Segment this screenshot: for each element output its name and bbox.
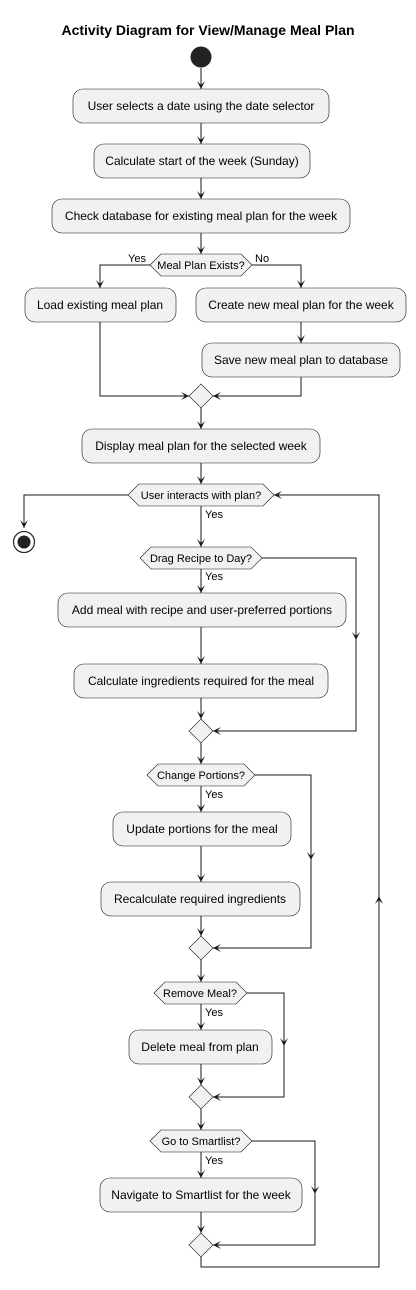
action-label: Create new meal plan for the week [208, 298, 394, 312]
merge-diamond [188, 718, 214, 744]
arrowhead [274, 491, 282, 499]
arrowhead [213, 1241, 221, 1249]
edge-interacts-stop [23, 494, 128, 528]
action-recalc-ingredients: Recalculate required ingredients [100, 881, 301, 917]
arrowhead [197, 421, 205, 429]
arrowhead [352, 632, 360, 640]
arrowhead [197, 476, 205, 484]
action-label: Load existing meal plan [37, 298, 163, 312]
decision-label: User interacts with plan? [141, 490, 261, 502]
merge-diamond [188, 383, 214, 409]
arrowhead [197, 974, 205, 982]
decision-label: Meal Plan Exists? [157, 260, 244, 272]
arrowhead [297, 335, 305, 343]
decision-remove-meal: Remove Meal? [153, 981, 248, 1005]
action-label: Delete meal from plan [141, 1040, 258, 1054]
action-label: Add meal with recipe and user-preferred … [72, 603, 332, 617]
action-navigate-smartlist: Navigate to Smartlist for the week [99, 1177, 303, 1213]
arrowhead [213, 1093, 221, 1101]
arrowhead [197, 874, 205, 882]
arrowhead [197, 1225, 205, 1233]
arrowhead [197, 585, 205, 593]
arrowhead [311, 1186, 319, 1194]
decision-label: Drag Recipe to Day? [150, 553, 252, 565]
diagram-title: Activity Diagram for View/Manage Meal Pl… [61, 22, 354, 38]
merge-diamond [188, 935, 214, 961]
decision-change-portions: Change Portions? [146, 763, 256, 787]
arrowhead [197, 1170, 205, 1178]
arrowhead [197, 756, 205, 764]
arrowhead [375, 896, 383, 904]
action-label: Display meal plan for the selected week [95, 439, 307, 453]
action-label: Calculate ingredients required for the m… [88, 674, 314, 688]
action-check-db: Check database for existing meal plan fo… [51, 198, 351, 234]
decision-plan-exists: Meal Plan Exists? [149, 253, 253, 277]
merge-diamond [188, 1084, 214, 1110]
action-add-meal: Add meal with recipe and user-preferred … [57, 592, 347, 628]
edge-label-yes: Yes [205, 1155, 223, 1167]
arrowhead [96, 280, 104, 288]
arrowhead [213, 392, 221, 400]
edge-yes-load [99, 264, 150, 288]
edge-no-create [252, 264, 302, 288]
arrowhead [213, 944, 221, 952]
edge-save-merge [213, 377, 302, 397]
action-calc-week-start: Calculate start of the week (Sunday) [93, 143, 311, 179]
action-create-plan: Create new meal plan for the week [195, 287, 407, 323]
action-label: User selects a date using the date selec… [88, 99, 315, 113]
arrowhead [197, 191, 205, 199]
decision-drag-recipe: Drag Recipe to Day? [139, 546, 263, 570]
action-update-portions: Update portions for the meal [112, 811, 292, 847]
arrowhead [197, 656, 205, 664]
arrowhead [197, 711, 205, 719]
arrowhead [197, 136, 205, 144]
merge-diamond [188, 1232, 214, 1258]
action-load-plan: Load existing meal plan [24, 287, 177, 323]
edge-portions-skip [213, 774, 312, 949]
action-delete-meal: Delete meal from plan [128, 1029, 273, 1065]
edge-drag-skip [213, 557, 357, 732]
action-select-date: User selects a date using the date selec… [72, 88, 330, 124]
arrowhead [197, 1122, 205, 1130]
action-label: Save new meal plan to database [214, 353, 388, 367]
arrowhead [197, 1022, 205, 1030]
edge-loop-back [200, 494, 380, 1268]
edge-label-yes: Yes [205, 509, 223, 521]
arrowhead [197, 246, 205, 254]
action-label: Navigate to Smartlist for the week [111, 1188, 291, 1202]
edge-label-yes: Yes [205, 1007, 223, 1019]
action-calc-ingredients: Calculate ingredients required for the m… [73, 663, 329, 699]
action-label: Recalculate required ingredients [114, 892, 286, 906]
action-display-plan: Display meal plan for the selected week [81, 428, 321, 464]
arrowhead [297, 280, 305, 288]
start-node [190, 46, 212, 68]
arrowhead [20, 520, 28, 528]
edge-load-merge [99, 322, 189, 397]
decision-user-interacts: User interacts with plan? [127, 483, 275, 507]
action-label: Calculate start of the week (Sunday) [105, 154, 298, 168]
arrowhead [197, 928, 205, 936]
decision-label: Change Portions? [157, 770, 245, 782]
arrowhead [213, 727, 221, 735]
decision-label: Remove Meal? [163, 988, 237, 1000]
arrowhead [181, 392, 189, 400]
arrowhead [280, 1038, 288, 1046]
edge-label-yes: Yes [205, 571, 223, 583]
edge-label-no: No [255, 253, 269, 265]
decision-label: Go to Smartlist? [162, 1136, 241, 1148]
edges [20, 68, 383, 1268]
action-label: Check database for existing meal plan fo… [65, 209, 338, 223]
arrowhead [197, 539, 205, 547]
arrowhead [197, 81, 205, 89]
arrowhead [197, 804, 205, 812]
edge-label-yes: Yes [128, 253, 146, 265]
arrowhead [197, 1077, 205, 1085]
arrowhead [307, 852, 315, 860]
edge-label-yes: Yes [205, 789, 223, 801]
stop-node [12, 530, 36, 554]
action-save-plan: Save new meal plan to database [201, 342, 401, 378]
action-label: Update portions for the meal [126, 822, 277, 836]
decision-go-smartlist: Go to Smartlist? [149, 1129, 253, 1153]
